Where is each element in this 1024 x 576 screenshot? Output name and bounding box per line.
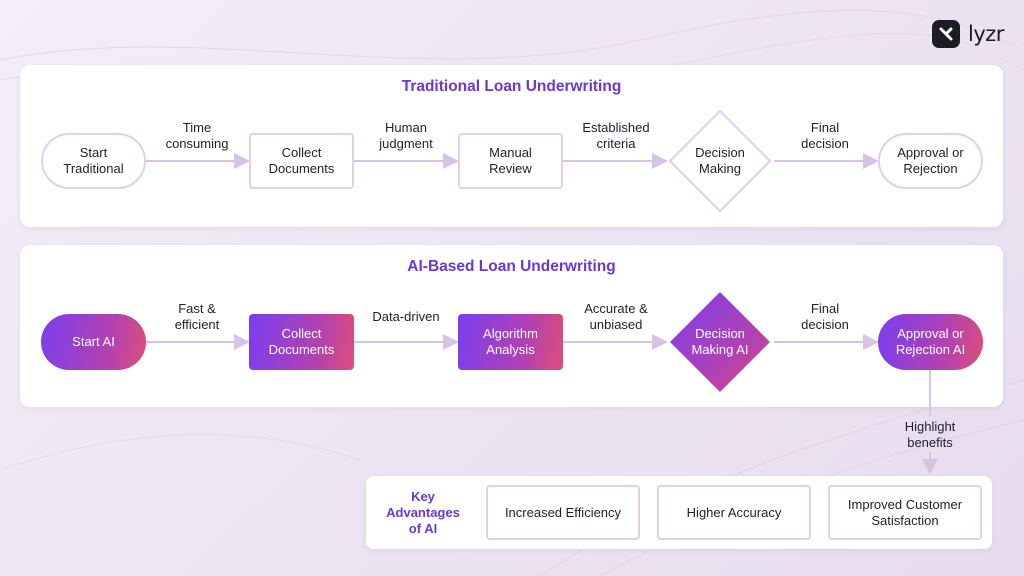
advantages-panel: Key Advantages of AI Increased Efficienc… bbox=[366, 476, 992, 549]
edge-label-fast-efficient: Fast & efficient bbox=[174, 301, 220, 332]
benefit-higher-accuracy: Higher Accuracy bbox=[657, 485, 811, 540]
edge-label-final-decision: Final decision bbox=[801, 120, 849, 151]
algorithm-analysis-node: Algorithm Analysis bbox=[458, 314, 563, 370]
edge-label-final-decision-ai: Final decision bbox=[801, 301, 849, 332]
decision-making-ai-label: Decision Making AI bbox=[691, 326, 749, 357]
decision-making-node: Decision Making bbox=[667, 108, 773, 214]
edge-label-human-judgment: Human judgment bbox=[379, 120, 433, 151]
traditional-panel: Traditional Loan Underwriting Start Trad… bbox=[20, 65, 1003, 227]
traditional-title: Traditional Loan Underwriting bbox=[401, 78, 622, 95]
logo-text: lyzr bbox=[968, 22, 1004, 46]
edge-label-accurate-unbiased: Accurate & unbiased bbox=[584, 301, 648, 332]
approval-rejection-ai-node: Approval or Rejection AI bbox=[878, 314, 983, 370]
collect-documents-node: Collect Documents bbox=[249, 133, 354, 189]
edge-label-established-criteria: Established criteria bbox=[582, 120, 650, 151]
manual-review-node: Manual Review bbox=[458, 133, 563, 189]
decision-making-label: Decision Making bbox=[695, 145, 745, 176]
edge-label-data-driven: Data-driven bbox=[372, 309, 440, 324]
start-traditional-node: Start Traditional bbox=[41, 133, 146, 189]
advantages-title: Key Advantages of AI bbox=[386, 489, 460, 536]
ai-collect-documents-node: Collect Documents bbox=[249, 314, 354, 370]
ai-title: AI-Based Loan Underwriting bbox=[407, 258, 616, 275]
ai-panel: AI-Based Loan Underwriting Start AI Coll… bbox=[20, 245, 1003, 407]
edge-label-time-consuming: Time consuming bbox=[165, 120, 229, 151]
benefit-increased-efficiency: Increased Efficiency bbox=[486, 485, 640, 540]
start-ai-node: Start AI bbox=[41, 314, 146, 370]
decision-making-ai-node: Decision Making AI bbox=[667, 289, 773, 395]
lyzr-logo-icon bbox=[932, 20, 960, 48]
approval-rejection-node: Approval or Rejection bbox=[878, 133, 983, 189]
benefit-improved-satisfaction: Improved Customer Satisfaction bbox=[828, 485, 982, 540]
lyzr-logo: lyzr bbox=[932, 20, 1004, 48]
edge-label-highlight-benefits: Highlight benefits bbox=[904, 419, 956, 450]
